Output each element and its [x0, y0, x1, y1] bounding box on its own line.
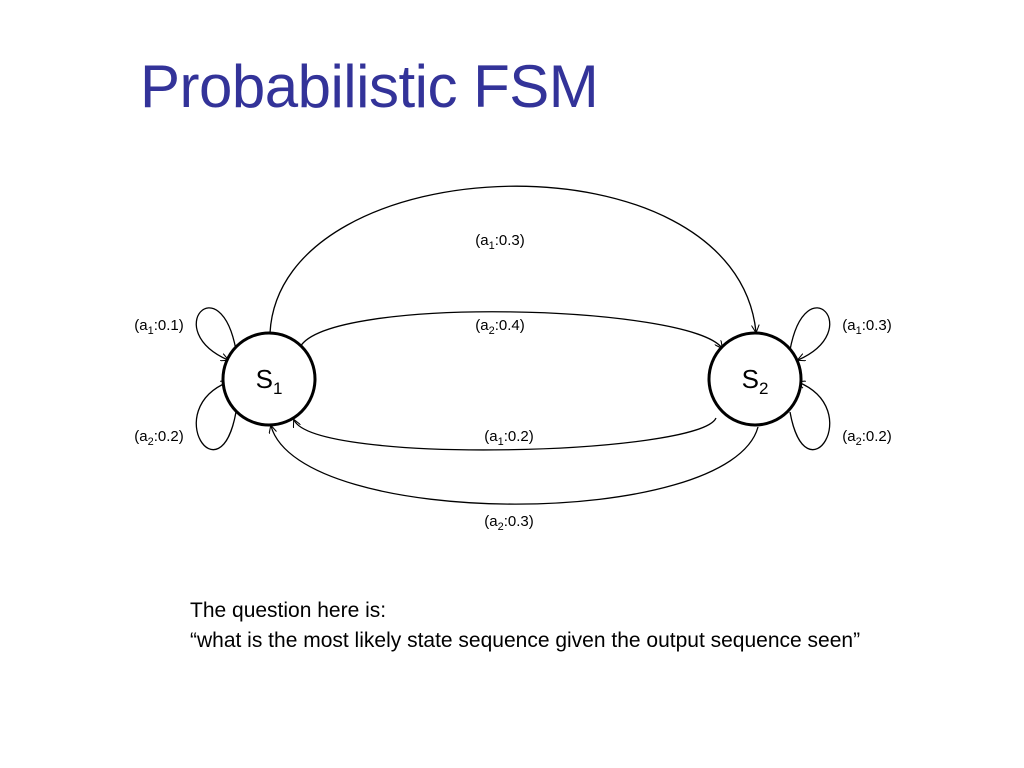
self-loop-s2-a2 [789, 382, 831, 451]
state-s1-sub: 1 [273, 379, 282, 398]
state-s2: S2 [707, 331, 803, 427]
svg-text:S2: S2 [742, 364, 769, 398]
edge-s1-s2-a2 [299, 311, 722, 348]
edge-s2-s1-a2 [271, 426, 759, 505]
edge-label: (a1:0.2) [484, 428, 533, 448]
edge-s1-s2-a1 [269, 185, 756, 333]
state-s1: S1 [221, 331, 317, 427]
self-loop-s2-a1 [789, 307, 831, 360]
state-s1-name: S [256, 364, 273, 394]
state-s2-name: S [742, 364, 759, 394]
edge-label: (a2:0.2) [134, 428, 183, 448]
note-line-1: The question here is: [190, 599, 387, 622]
edge-label: (a1:0.1) [134, 317, 183, 337]
question-note: The question here is: “what is the most … [190, 596, 918, 656]
edge-s2-s1-a1 [294, 417, 717, 451]
edge-label: (a1:0.3) [475, 232, 524, 252]
self-loop-s1-a2 [195, 382, 237, 451]
self-loop-s1-a1 [195, 307, 237, 360]
svg-text:S1: S1 [256, 364, 283, 398]
state-s2-sub: 2 [759, 379, 768, 398]
edge-label: (a2:0.3) [484, 513, 533, 533]
note-line-2: “what is the most likely state sequence … [190, 629, 861, 652]
edge-label: (a1:0.3) [842, 317, 891, 337]
edge-label: (a2:0.4) [475, 317, 524, 337]
edge-label: (a2:0.2) [842, 428, 891, 448]
slide-title: Probabilistic FSM [140, 53, 599, 120]
